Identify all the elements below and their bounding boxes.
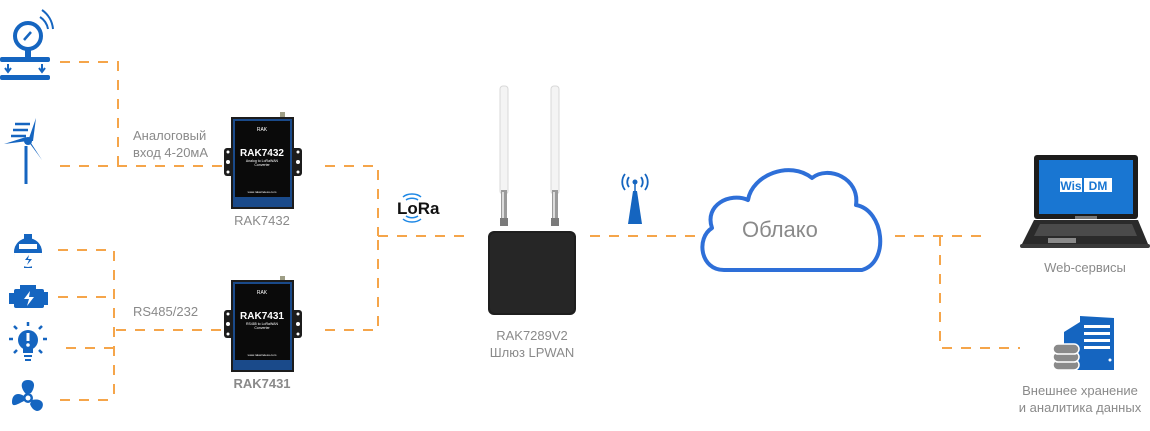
engine-icon: [9, 285, 48, 308]
converter-model: RAK7432: [240, 148, 284, 159]
converter-desc2: Converter: [254, 326, 270, 330]
database-icon: [1052, 343, 1080, 371]
serial-interface-label: RS485/232: [133, 304, 199, 319]
rak7432-caption: RAK7432: [234, 213, 290, 228]
lora-logo: LoRa: [397, 193, 440, 223]
lora-logo-text: LoRa: [397, 199, 440, 218]
wisdm-logo-left: Wis: [1060, 179, 1082, 193]
converter-desc: RS485 to LoRaWAN: [246, 322, 278, 326]
gateway-caption-type: Шлюз LPWAN: [489, 345, 575, 360]
electric-meter-icon: [14, 234, 42, 268]
storage-caption-line2: и аналитика данных: [1018, 400, 1142, 415]
cell-tower-icon: [621, 173, 649, 224]
converter-url: www.rakwireless.com: [248, 190, 277, 194]
gateway-caption-model: RAK7289V2: [496, 328, 568, 343]
fan-icon: [12, 380, 43, 411]
storage-caption-line1: Внешнее хранение: [1022, 383, 1138, 398]
connector-meter: [58, 249, 115, 400]
gateway-rak7289v2: [488, 85, 576, 315]
connector-rak7431-out: [325, 236, 379, 331]
converter-brand: RAK: [257, 127, 268, 133]
connector-cloud-storage: [939, 236, 1020, 349]
converter-brand: RAK: [257, 290, 268, 296]
server-storage-icon: [1052, 316, 1114, 371]
converter-rak7432: RAK RAK7432 Analog to LoRaWAN Converter …: [224, 112, 302, 209]
light-bulb-icon: [9, 322, 47, 361]
connector-pressure: [60, 61, 119, 166]
cloud-shape: [700, 168, 883, 272]
antenna-left: [499, 85, 509, 226]
converter-url: www.rakwireless.com: [248, 353, 277, 357]
rak7431-caption: RAK7431: [233, 376, 291, 391]
laptop-icon: Wis DM: [1020, 155, 1150, 248]
wisdm-logo-right: DM: [1089, 179, 1108, 193]
converter-model: RAK7431: [240, 311, 284, 322]
connectors: [58, 61, 1020, 401]
analog-input-label-line2: вход 4-20мА: [133, 145, 209, 160]
web-services-caption: Web-сервисы: [1044, 260, 1126, 275]
antenna-right: [550, 85, 560, 226]
converter-desc: Analog to LoRaWAN: [246, 159, 279, 163]
wind-turbine-icon: [4, 118, 42, 184]
cloud-label: Облако: [742, 217, 818, 242]
converter-desc2: Converter: [254, 163, 270, 167]
converter-rak7431: RAK RAK7431 RS485 to LoRaWAN Converter w…: [224, 276, 302, 372]
connector-rak7432-out: [325, 165, 379, 236]
analog-input-label-line1: Аналоговый: [133, 128, 207, 143]
pressure-gauge-icon: [0, 9, 54, 80]
